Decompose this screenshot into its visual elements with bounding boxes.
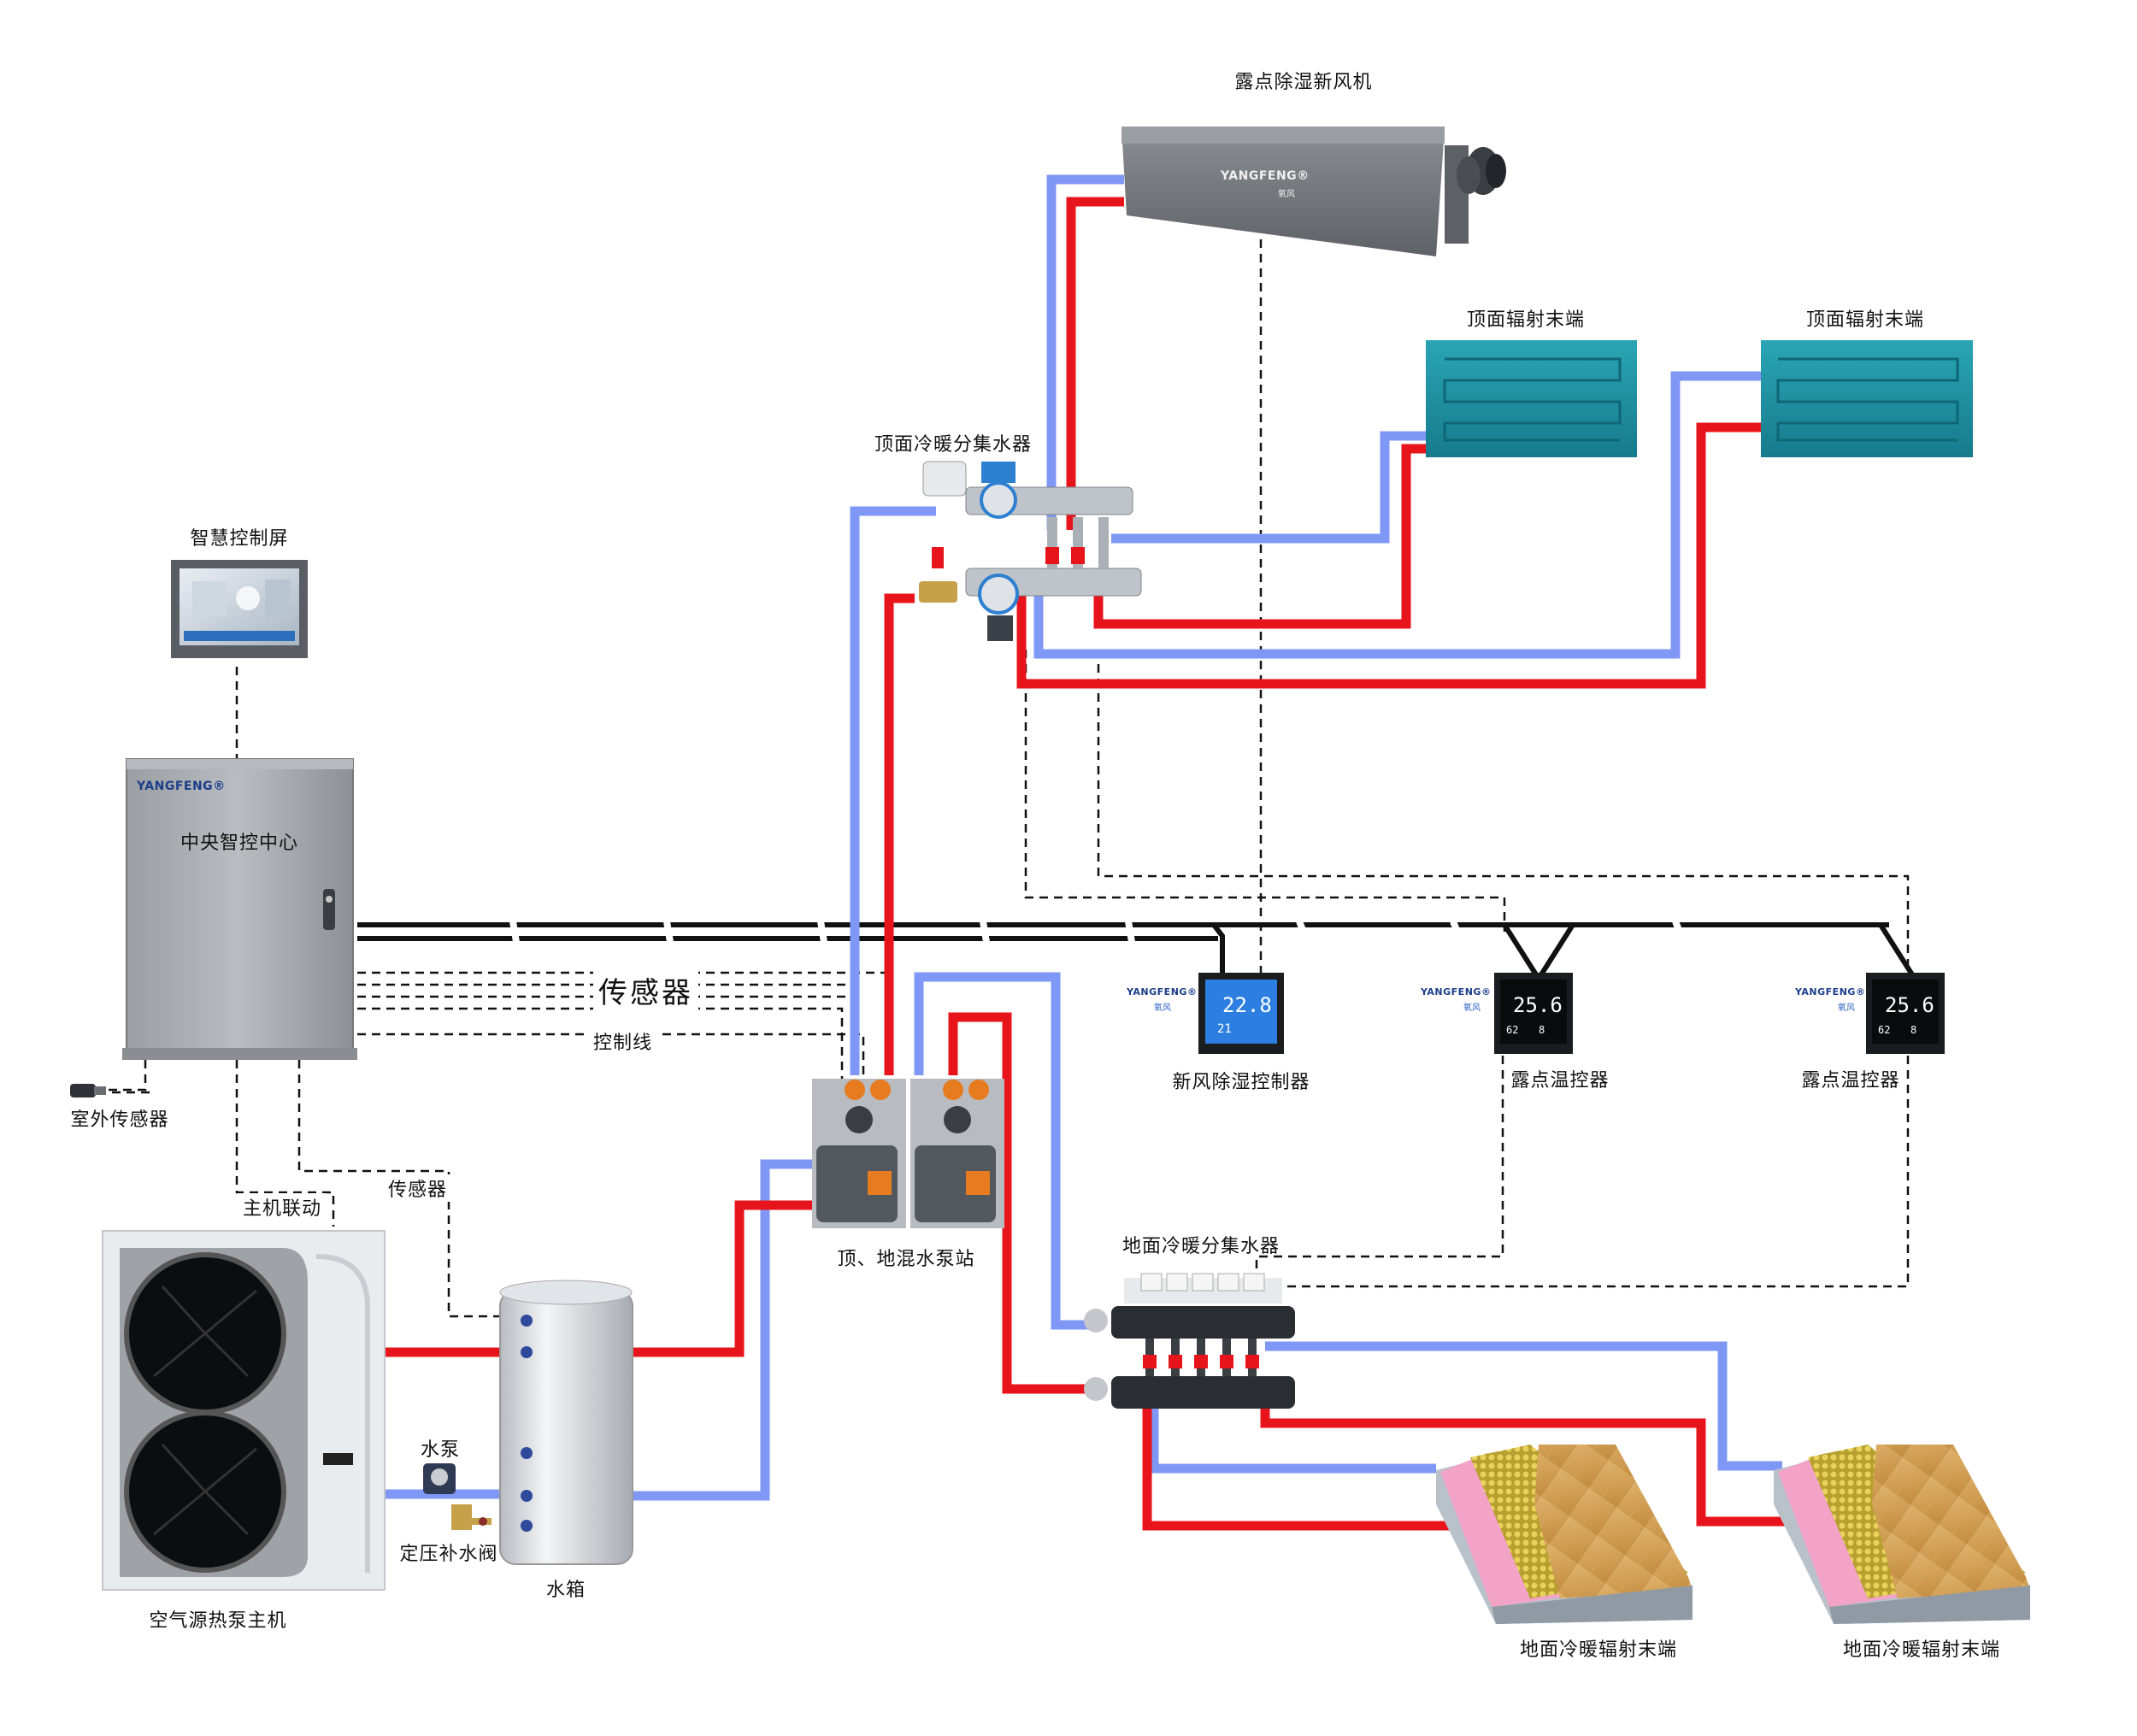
- label-fresh-air-unit: 露点除湿新风机: [1234, 72, 1373, 93]
- brand-dew-thermostat-2: YANGFENG®: [1795, 986, 1866, 997]
- pump-station: [812, 1079, 1004, 1228]
- fresh-air-temp-readout: 22.8: [1222, 993, 1272, 1017]
- label-ceiling-manifold: 顶面冷暖分集水器: [874, 434, 1033, 456]
- water-pump: [423, 1463, 456, 1494]
- ceiling-panel-1: [1426, 340, 1637, 457]
- label-floor-manifold: 地面冷暖分集水器: [1121, 1236, 1280, 1257]
- supply-pipes: [385, 197, 1795, 1531]
- main-communication-bus: [357, 922, 1917, 980]
- label-ceiling-panel-1: 顶面辐射末端: [1466, 309, 1586, 331]
- label-dew-thermostat-2: 露点温控器: [1801, 1070, 1900, 1092]
- label-water-pump: 水泵: [420, 1439, 461, 1461]
- dew-thermostat-2-device: [1866, 973, 1945, 1054]
- brand-sub-dew-thermostat-2: 氧风: [1838, 1003, 1855, 1013]
- dew2-sub2-readout: 8: [1910, 1024, 1917, 1036]
- label-water-tank: 水箱: [545, 1580, 586, 1601]
- floor-terminal-1: [1436, 1445, 1693, 1624]
- bus-segment-breaks: [509, 920, 1682, 943]
- floor-manifold: [1084, 1273, 1295, 1409]
- label-tank-sensor: 传感器: [383, 1174, 453, 1202]
- heat-pump-unit: [102, 1230, 386, 1591]
- outdoor-sensor: [70, 1084, 106, 1098]
- label-floor-terminal-2: 地面冷暖辐射末端: [1842, 1639, 2001, 1661]
- pressure-valve: [451, 1504, 492, 1530]
- brand-dew-thermostat-1: YANGFENG®: [1421, 986, 1492, 997]
- brand-fresh-air-controller: YANGFENG®: [1127, 986, 1198, 997]
- label-control-line: 控制线: [588, 1027, 658, 1055]
- ceiling-panel-2: [1761, 340, 1973, 457]
- label-fresh-air-controller: 新风除湿控制器: [1172, 1072, 1310, 1093]
- control-center-cabinet: [122, 758, 357, 1060]
- label-pump-station: 顶、地混水泵站: [837, 1249, 975, 1270]
- water-tank: [499, 1280, 633, 1565]
- label-outdoor-sensor: 室外传感器: [70, 1109, 169, 1131]
- smart-screen: [171, 560, 308, 658]
- label-host-link: 主机联动: [238, 1193, 327, 1221]
- label-control-center: 中央智控中心: [180, 833, 299, 854]
- brand-sub-fresh-air-unit: 氧风: [1278, 190, 1295, 199]
- dew1-sub-readout: 62: [1506, 1024, 1519, 1036]
- label-smart-screen: 智慧控制屏: [190, 528, 289, 550]
- dew-thermostat-1-device: [1494, 973, 1573, 1054]
- label-ceiling-panel-2: 顶面辐射末端: [1805, 309, 1925, 331]
- fresh-air-controller-device: [1198, 973, 1284, 1054]
- fresh-air-unit: [1121, 127, 1506, 256]
- dew2-temp-readout: 25.6: [1885, 993, 1934, 1017]
- brand-sub-dew-thermostat-1: 氧风: [1463, 1003, 1481, 1013]
- brand-fresh-air-unit: YANGFENG®: [1221, 169, 1310, 183]
- ceiling-manifold: [919, 461, 1142, 641]
- label-pressure-valve: 定压补水阀: [399, 1544, 498, 1565]
- dew1-sub2-readout: 8: [1539, 1024, 1545, 1036]
- return-pipes: [385, 174, 1782, 1501]
- brand-sub-fresh-air-controller: 氧风: [1154, 1003, 1171, 1013]
- floor-terminal-2: [1774, 1445, 2030, 1624]
- label-dew-thermostat-1: 露点温控器: [1510, 1070, 1610, 1092]
- label-sensor-bus: 传感器: [593, 969, 698, 1011]
- dew1-temp-readout: 25.6: [1513, 993, 1563, 1017]
- fresh-air-sub-readout: 21: [1217, 1022, 1232, 1036]
- label-floor-terminal-1: 地面冷暖辐射末端: [1519, 1639, 1678, 1661]
- dew2-sub-readout: 62: [1878, 1024, 1891, 1036]
- label-heat-pump: 空气源热泵主机: [149, 1610, 287, 1632]
- brand-control-center: YANGFENG®: [137, 780, 226, 793]
